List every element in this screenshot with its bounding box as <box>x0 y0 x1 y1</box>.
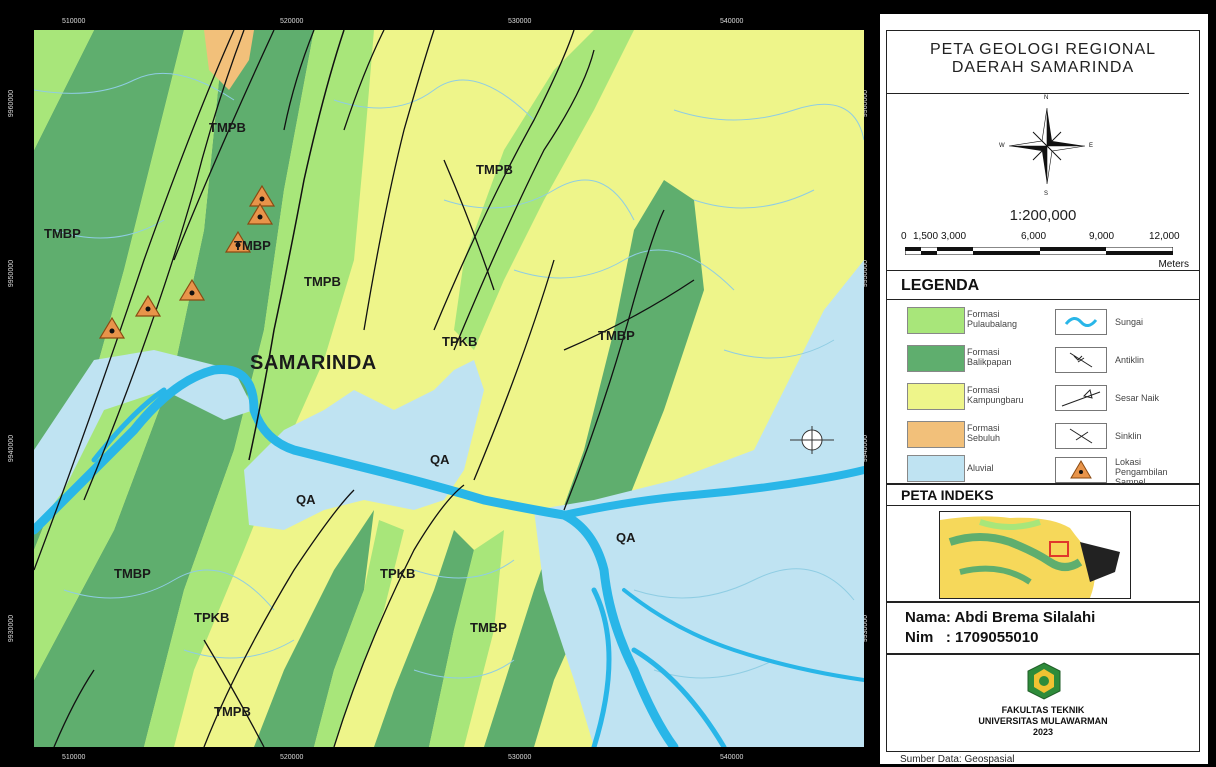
map-compass-icon <box>790 426 834 454</box>
unit-label-tmpb: TMPB <box>214 704 251 719</box>
sample-location-2 <box>246 202 274 225</box>
legend-swatch-kampungbaru <box>907 383 965 410</box>
unit-label-tpkb: TPKB <box>380 566 416 581</box>
coord-bottom-2: 520000 <box>280 754 304 761</box>
index-map-box: PETA INDEKS <box>886 484 1200 602</box>
coord-top-1: 510000 <box>62 18 86 25</box>
scale-tick-0: 0 <box>901 231 907 242</box>
river-icon <box>1055 309 1107 335</box>
coord-top-3: 530000 <box>508 18 532 25</box>
geologic-map-canvas <box>34 30 864 747</box>
legend-label-sample-location: Lokasi Pengambilan Sampel <box>1115 457 1168 487</box>
coord-left-2: 9950000 <box>8 259 16 288</box>
geologic-map[interactable]: TMPB TMPB TMPB TMPB TMBP TMBP TMBP TMBP … <box>34 30 864 747</box>
unit-label-tmbp: TMBP <box>470 620 507 635</box>
legend-label-aluvial: Aluvial <box>967 463 994 473</box>
map-layout-panel: PETA GEOLOGI REGIONAL DAERAH SAMARINDA N… <box>880 14 1208 765</box>
anticline-icon <box>1055 347 1107 373</box>
legend-label-thrust-fault: Sesar Naik <box>1115 393 1160 403</box>
unit-label-tmbp: TMBP <box>44 226 81 241</box>
compass-north-label: N <box>1044 95 1049 101</box>
coord-bottom-3: 530000 <box>508 754 532 761</box>
structure-lines <box>34 30 695 747</box>
legend-label-anticline: Antiklin <box>1115 355 1145 365</box>
author-name: Nama: Abdi Brema Silalahi <box>905 609 1096 626</box>
institution-year: 2023 <box>1032 727 1054 737</box>
faculty-name: FAKULTAS TEKNIK <box>1001 705 1085 715</box>
legend-label-sebuluh: Formasi Sebuluh <box>967 423 1001 443</box>
sample-location-3 <box>224 230 252 253</box>
tributary-streams <box>34 72 864 679</box>
legend-label-kampungbaru: Formasi Kampungbaru <box>967 385 1024 405</box>
unit-label-tmbp: TMBP <box>114 566 151 581</box>
coord-left-3: 9940000 <box>8 434 16 463</box>
thrust-fault-line <box>248 30 345 461</box>
scale-tick-1500: 1,500 <box>913 231 939 242</box>
compass-rose-icon <box>1008 107 1086 185</box>
index-map-inset[interactable] <box>939 511 1131 599</box>
author-nim: Nim : 1709055010 <box>905 629 1039 646</box>
sample-location-4 <box>178 278 206 301</box>
legend-title: LEGENDA <box>901 277 980 294</box>
sample-location-5 <box>134 294 162 317</box>
scale-bar <box>905 247 1173 255</box>
thrust-fault-icon <box>1055 385 1107 411</box>
city-label: SAMARINDA <box>250 352 377 374</box>
sample-location-1 <box>248 184 276 207</box>
sebuluh-patch <box>204 30 254 90</box>
scale-unit: Meters <box>1158 259 1189 270</box>
unit-label-tmpb: TMPB <box>476 162 513 177</box>
legend-swatch-sebuluh <box>907 421 965 448</box>
unit-label-qa: QA <box>430 452 450 467</box>
unit-label-tmpb: TMPB <box>304 274 341 289</box>
data-source: Sumber Data: Geospasial <box>900 754 1015 765</box>
compass-east-label: E <box>1089 143 1094 149</box>
scale-tick-6000: 6,000 <box>1021 231 1047 242</box>
sample-locations <box>98 184 276 339</box>
university-logo-icon <box>1027 662 1061 700</box>
unit-label-tmbp: TMBP <box>598 328 635 343</box>
legend-swatch-balikpapan <box>907 345 965 372</box>
institution-box: FAKULTAS TEKNIK UNIVERSITAS MULAWARMAN 2… <box>886 654 1200 752</box>
unit-label-qa: QA <box>296 492 316 507</box>
index-map-title: PETA INDEKS <box>901 487 994 503</box>
scale-tick-12000: 12,000 <box>1149 231 1180 242</box>
coord-left-1: 9960000 <box>8 89 16 118</box>
coord-left-4: 9930000 <box>8 614 16 643</box>
coord-top-2: 520000 <box>280 18 304 25</box>
legend-swatch-pulaubalang <box>907 307 965 334</box>
unit-label-tpkb: TPKB <box>194 610 230 625</box>
scale-tick-9000: 9,000 <box>1089 231 1115 242</box>
legend-label-balikpapan: Formasi Balikpapan <box>967 347 1012 367</box>
unit-label-tmbp: TMBP <box>234 238 271 253</box>
title-divider <box>887 93 1189 94</box>
coord-top-4: 540000 <box>720 18 744 25</box>
scale-tick-3000: 3,000 <box>941 231 967 242</box>
compass-west-label: W <box>999 143 1005 149</box>
map-title-line-1: PETA GEOLOGI REGIONAL <box>929 41 1157 58</box>
syncline-icon <box>1055 423 1107 449</box>
sample-location-6 <box>98 316 126 339</box>
legend-box: LEGENDA Formasi Pulaubalang Formasi Bali… <box>886 270 1200 487</box>
title-box: PETA GEOLOGI REGIONAL DAERAH SAMARINDA N… <box>886 30 1200 278</box>
compass-south-label: S <box>1044 191 1049 197</box>
map-title-line-2: DAERAH SAMARINDA <box>951 59 1135 76</box>
coord-bottom-1: 510000 <box>62 754 86 761</box>
mahakam-river <box>34 365 864 747</box>
coord-bottom-4: 540000 <box>720 754 744 761</box>
legend-label-river: Sungai <box>1115 317 1144 327</box>
legend-swatch-aluvial <box>907 455 965 482</box>
legend-label-syncline: Sinklin <box>1115 431 1142 441</box>
index-map-divider <box>887 505 1199 506</box>
unit-label-qa: QA <box>616 530 636 545</box>
legend-divider <box>887 299 1199 300</box>
scale-ratio: 1:200,000 <box>1009 207 1077 224</box>
author-box: Nama: Abdi Brema Silalahi Nim : 17090550… <box>886 602 1200 654</box>
university-name: UNIVERSITAS MULAWARMAN <box>978 716 1108 726</box>
unit-label-tmpb: TMPB <box>209 120 246 135</box>
sample-location-icon <box>1055 457 1107 483</box>
legend-label-pulaubalang: Formasi Pulaubalang <box>967 309 1018 329</box>
unit-label-tpkb: TPKB <box>442 334 478 349</box>
